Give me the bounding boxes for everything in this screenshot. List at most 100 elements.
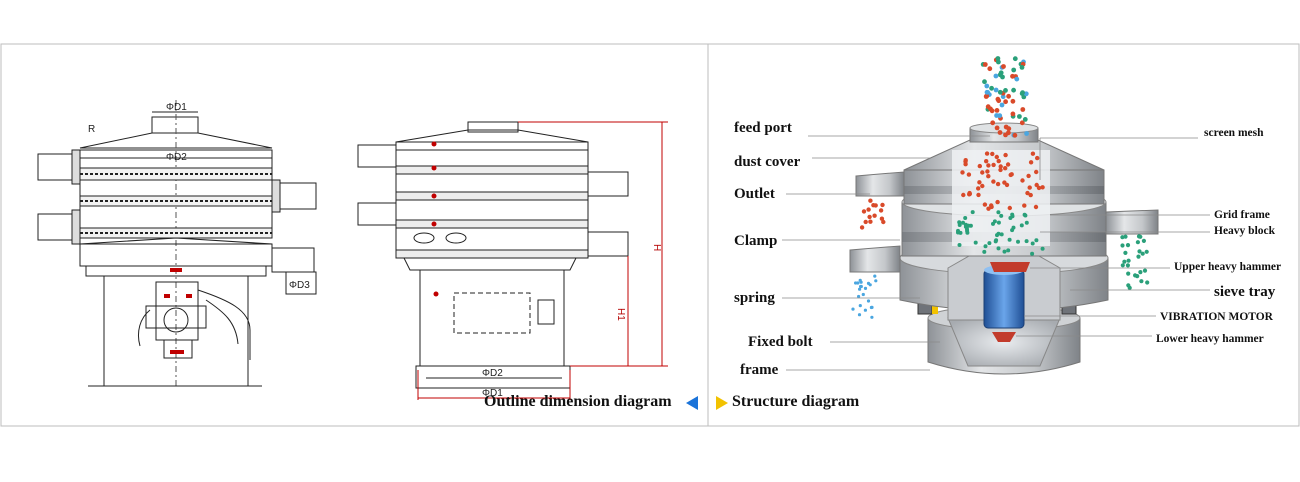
particle xyxy=(863,219,868,225)
particle xyxy=(995,233,999,238)
particle xyxy=(1020,107,1026,112)
particle xyxy=(1010,98,1016,104)
particle xyxy=(1016,239,1020,244)
particle xyxy=(983,244,988,249)
particle xyxy=(1010,228,1015,233)
particle xyxy=(997,130,1003,135)
particle xyxy=(965,229,970,233)
particle xyxy=(867,214,872,220)
label-heavy-block: Heavy block xyxy=(1214,225,1276,237)
particle xyxy=(1001,64,1006,69)
particle xyxy=(863,308,868,312)
particle xyxy=(857,313,862,317)
particle xyxy=(982,249,987,254)
particle xyxy=(960,170,965,175)
particle xyxy=(879,216,885,221)
particle xyxy=(1005,162,1011,167)
right-panel-border xyxy=(707,43,1300,427)
particle xyxy=(982,62,988,67)
front-red-markers xyxy=(164,268,192,354)
particle xyxy=(1003,166,1008,171)
particle xyxy=(984,89,990,95)
leader-lines xyxy=(782,135,1210,371)
particle xyxy=(1022,117,1028,122)
particle xyxy=(1141,238,1146,243)
particle xyxy=(997,72,1003,78)
particle xyxy=(1019,120,1025,126)
particle xyxy=(874,279,878,283)
particle xyxy=(1003,152,1008,158)
particle xyxy=(1006,248,1011,253)
particle xyxy=(1011,67,1017,73)
particle xyxy=(1034,238,1039,243)
structure-caption-arrow-icon xyxy=(716,396,728,410)
particle xyxy=(1040,246,1045,251)
particle xyxy=(991,221,995,226)
particle xyxy=(999,232,1004,237)
particle xyxy=(1022,203,1027,208)
particle xyxy=(1137,249,1142,254)
particle xyxy=(1122,259,1127,264)
particle xyxy=(858,278,862,282)
particle xyxy=(996,246,1001,251)
particle xyxy=(873,274,877,278)
particle xyxy=(966,172,972,177)
particle xyxy=(1033,204,1039,210)
particle xyxy=(1020,178,1025,183)
particle xyxy=(961,192,966,198)
particle xyxy=(878,208,884,213)
particle xyxy=(1019,223,1024,228)
particle xyxy=(873,203,878,208)
particle xyxy=(1120,243,1125,248)
particle xyxy=(982,79,987,85)
particle xyxy=(1126,258,1131,263)
particle xyxy=(993,239,998,244)
side-red-dimensions xyxy=(417,121,668,400)
label-frame: frame xyxy=(740,362,779,378)
particle xyxy=(1024,239,1029,244)
particle xyxy=(1020,90,1025,95)
dim-h1-label: H1 xyxy=(615,308,626,321)
particle xyxy=(1142,268,1148,273)
particle xyxy=(984,83,990,89)
particle xyxy=(986,163,991,168)
particle xyxy=(1010,111,1016,117)
particle xyxy=(976,186,981,191)
label-outlet: Outlet xyxy=(734,186,775,202)
particle xyxy=(995,181,1001,187)
particle xyxy=(980,170,985,175)
particle xyxy=(1030,251,1035,256)
particle xyxy=(1138,270,1143,275)
particle xyxy=(1003,88,1008,93)
particle xyxy=(973,240,978,245)
particle xyxy=(881,219,886,225)
particle xyxy=(1139,279,1144,284)
particle xyxy=(989,203,994,208)
particle xyxy=(1036,185,1042,191)
particle xyxy=(996,158,1001,164)
particle xyxy=(968,223,973,228)
structure-particles xyxy=(851,56,1150,319)
particle xyxy=(1040,185,1045,190)
dim-h-label: H xyxy=(651,244,662,251)
particle xyxy=(872,213,877,218)
label-screen-mesh: screen mesh xyxy=(1204,127,1264,139)
particle xyxy=(866,299,871,303)
particle xyxy=(986,206,991,211)
label-sieve-tray: sieve tray xyxy=(1214,284,1276,300)
particle xyxy=(1011,87,1016,93)
particle xyxy=(991,162,996,168)
particle xyxy=(1120,263,1125,268)
particle xyxy=(1028,192,1033,198)
outline-caption: Outline dimension diagram xyxy=(484,393,672,410)
dim-side-d1-label: ΦD1 xyxy=(482,388,503,399)
particle xyxy=(866,281,871,285)
particle xyxy=(994,154,999,160)
particle xyxy=(996,220,1001,225)
particle xyxy=(996,210,1001,215)
particle xyxy=(1123,250,1128,255)
label-upper-heavy-hammer: Upper heavy hammer xyxy=(1174,261,1281,273)
particle xyxy=(984,93,990,99)
particle xyxy=(1007,205,1012,211)
particle xyxy=(866,207,871,212)
